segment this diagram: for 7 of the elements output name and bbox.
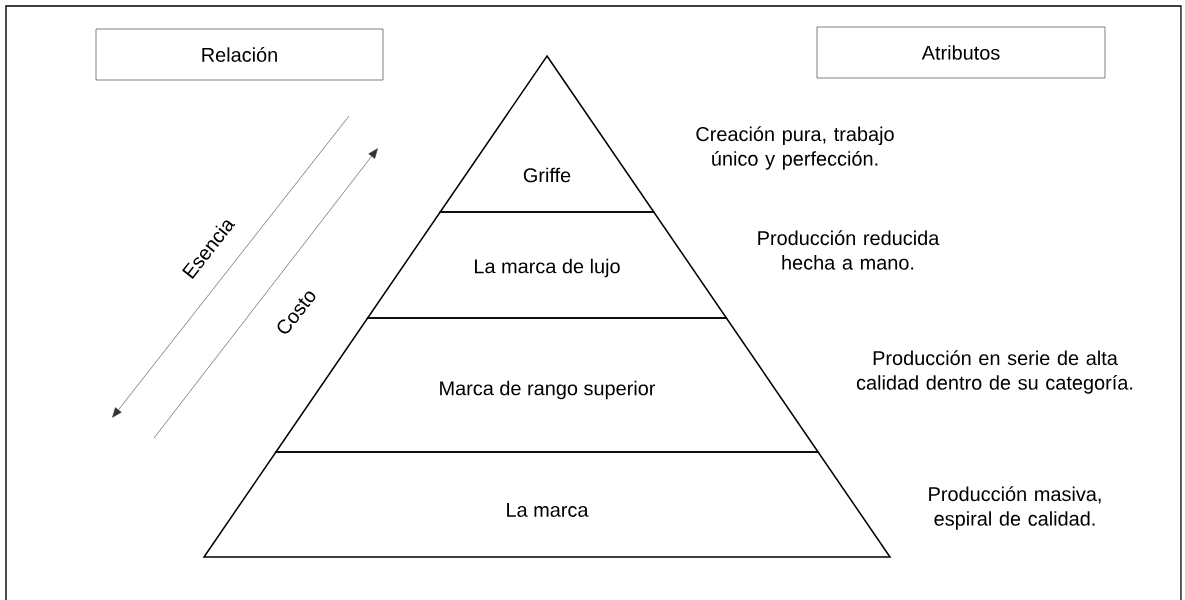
attribute-text: Producción masiva, espiral de calidad. [929, 486, 1101, 530]
header-box: Atributos [816, 26, 1106, 79]
attribute-text: Creación pura, trabajo único y perfección. [696, 126, 894, 170]
pyramid-tier: La marca de lujo [366, 211, 728, 319]
attribute-text: Producción reducida hecha a mano. [758, 230, 940, 270]
header-box: Relación [95, 28, 384, 81]
attribute-text: Producción en serie de alta calidad dentro de su categoría. [856, 350, 1133, 394]
